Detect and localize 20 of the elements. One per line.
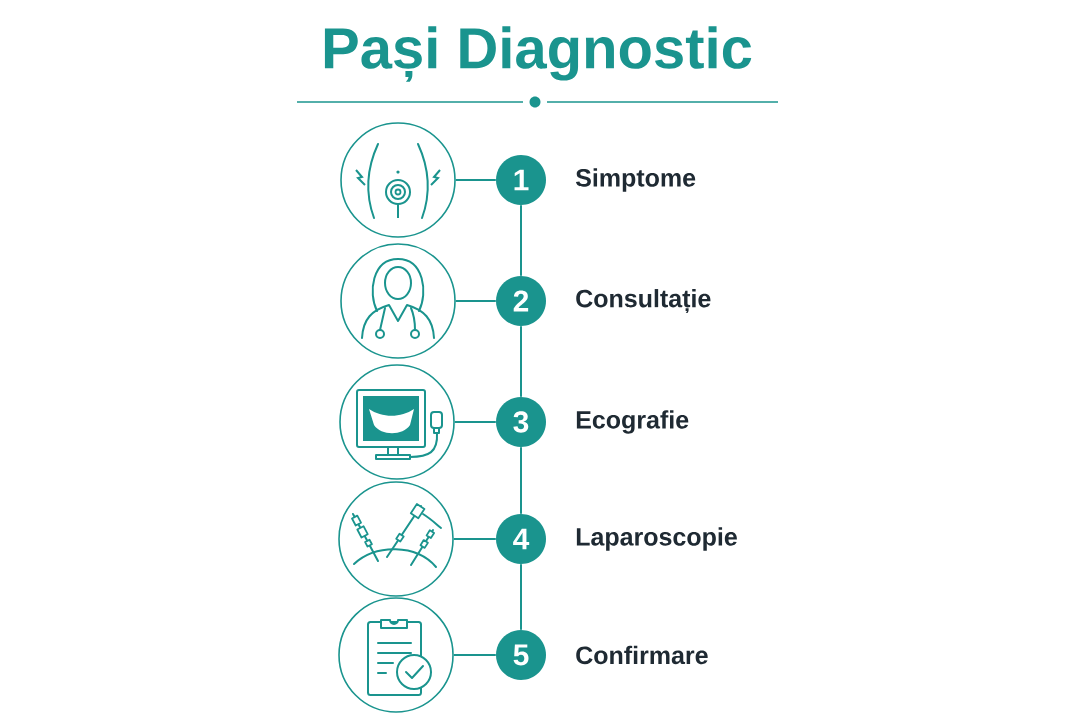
step-label: Consultație <box>576 289 711 313</box>
connector-line <box>452 538 497 540</box>
title: Pași Diagnostic <box>324 26 752 82</box>
connector-line <box>520 204 522 277</box>
icon-circle <box>339 364 455 480</box>
icon-circle <box>340 243 456 359</box>
connector-line <box>520 563 522 631</box>
icon-circle <box>338 597 454 713</box>
connector-line <box>454 300 497 302</box>
connector-line <box>520 325 522 398</box>
connector-line <box>452 654 497 656</box>
step-label: Laparoscopie <box>576 527 737 551</box>
step-label: Ecografie <box>576 410 689 434</box>
connector-line <box>454 179 497 181</box>
connector-line <box>453 421 497 423</box>
icon-circle <box>338 481 454 597</box>
connector-line <box>520 446 522 515</box>
icon-circle <box>340 122 456 238</box>
step-label: Simptome <box>575 168 696 192</box>
step-label: Confirmare <box>576 645 708 665</box>
